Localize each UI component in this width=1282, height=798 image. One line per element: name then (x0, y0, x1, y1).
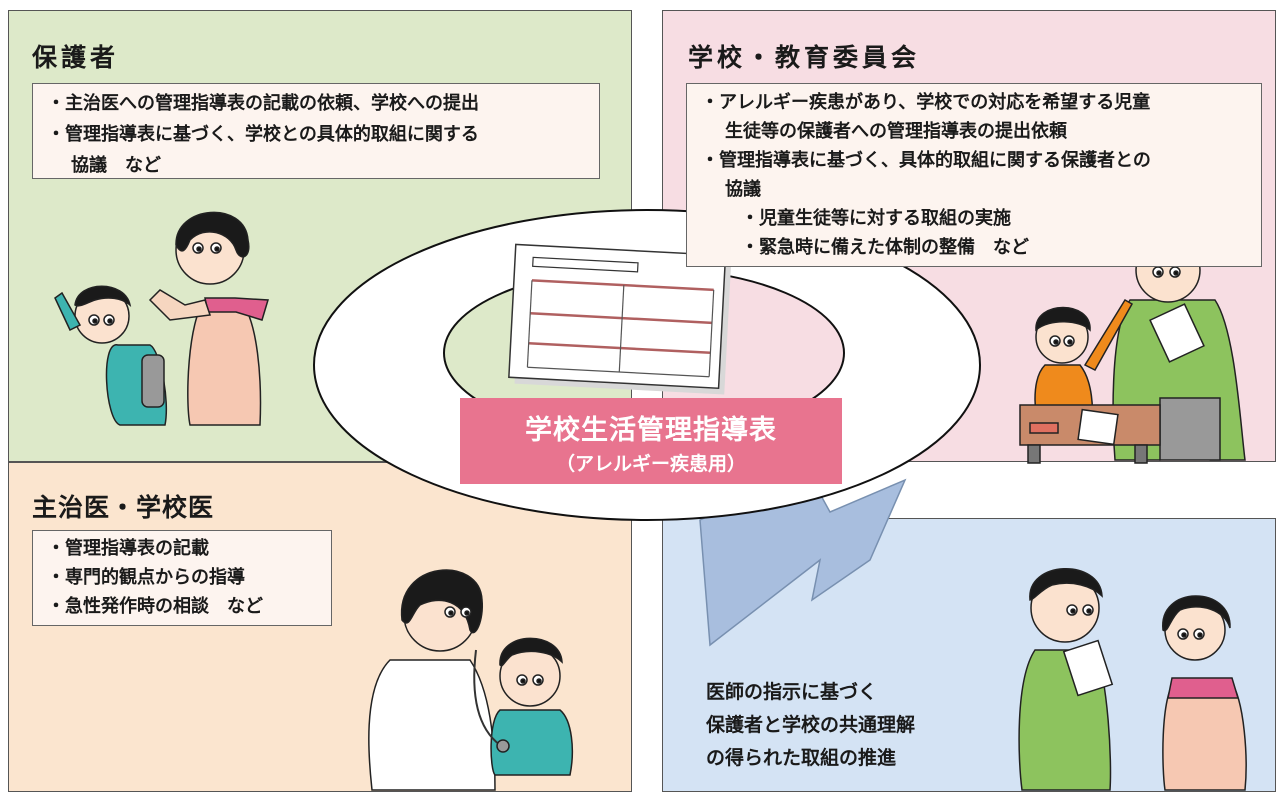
guardian-item: 協議 など (71, 155, 161, 176)
school-responsibilities: ・アレルギー疾患があり、学校での対応を希望する児童 生徒等の保護者への管理指導表… (686, 83, 1262, 267)
doctor-item: ・管理指導表の記載 (47, 538, 209, 559)
doctor-patient-illustration (368, 569, 574, 791)
guardian-item: ・主治医への管理指導表の記載の依頼、学校への提出 (47, 93, 479, 114)
center-subtitle: （アレルギー疾患用） (555, 453, 746, 475)
doctor-item: ・専門的観点からの指導 (47, 567, 245, 588)
guardian-responsibilities: ・主治医への管理指導表の記載の依頼、学校への提出 ・管理指導表に基づく、学校との… (32, 83, 600, 179)
doctor-title: 主治医・学校医 (32, 493, 215, 522)
goal-line: 保護者と学校の共通理解 (706, 714, 916, 736)
school-item: ・管理指導表に基づく、具体的取組に関する保護者との (701, 150, 1151, 171)
goal-line: の得られた取組の推進 (706, 747, 897, 769)
school-title: 学校・教育委員会 (688, 43, 921, 72)
teacher-student-illustration (1019, 231, 1246, 464)
guardian-item: ・管理指導表に基づく、学校との具体的取組に関する (47, 124, 479, 145)
school-item: ・児童生徒等に対する取組の実施 (741, 208, 1011, 229)
center-title: 学校生活管理指導表 (525, 415, 777, 446)
doctor-responsibilities: ・管理指導表の記載 ・専門的観点からの指導 ・急性発作時の相談 など (32, 530, 332, 626)
school-item: ・アレルギー疾患があり、学校での対応を希望する児童 (701, 92, 1151, 113)
school-item: ・緊急時に備えた体制の整備 など (741, 237, 1029, 258)
school-item: 生徒等の保護者への管理指導表の提出依頼 (725, 121, 1067, 142)
guidance-form-icon (508, 243, 732, 395)
goal-text: 医師の指示に基づく 保護者と学校の共通理解 の得られた取組の推進 (706, 676, 915, 775)
mother-child-illustration (54, 211, 269, 426)
center-label: 学校生活管理指導表 （アレルギー疾患用） (460, 398, 842, 484)
guardian-title: 保護者 (32, 43, 120, 72)
teacher-parent-illustration (1018, 568, 1247, 791)
school-item: 協議 (725, 179, 761, 200)
goal-line: 医師の指示に基づく (706, 681, 878, 703)
doctor-item: ・急性発作時の相談 など (47, 596, 263, 617)
